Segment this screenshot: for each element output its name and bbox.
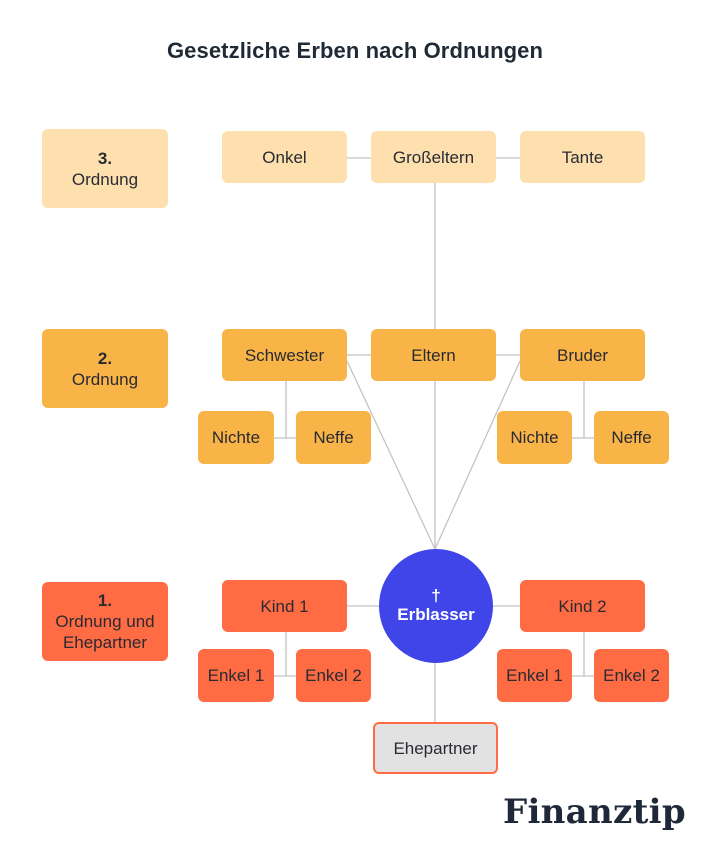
legend-ordnung-2-number: 2.: [97, 348, 113, 368]
legend-ordnung-3: 3. Ordnung: [42, 129, 168, 208]
legend-ordnung-1-text-line2: Ehepartner: [62, 633, 148, 652]
legend-ordnung-1-number: 1.: [97, 591, 113, 610]
node-bruder: Bruder: [520, 329, 645, 381]
legend-ordnung-3-number: 3.: [97, 148, 113, 168]
node-ehepartner: Ehepartner: [373, 722, 498, 774]
node-kind-2: Kind 2: [520, 580, 645, 632]
legend-ordnung-3-text: Ordnung: [71, 169, 139, 189]
node-onkel: Onkel: [222, 131, 347, 183]
node-schwester: Schwester: [222, 329, 347, 381]
node-enkel-1-left: Enkel 1: [198, 649, 274, 702]
node-erblasser: † Erblasser: [379, 549, 493, 663]
node-enkel-2-left: Enkel 2: [296, 649, 371, 702]
node-enkel-1-right: Enkel 1: [497, 649, 572, 702]
node-tante: Tante: [520, 131, 645, 183]
legend-ordnung-2: 2. Ordnung: [42, 329, 168, 408]
connector-bruder-erblasser: [434, 360, 521, 550]
node-neffe-left: Neffe: [296, 411, 371, 464]
diagram-title: Gesetzliche Erben nach Ordnungen: [166, 38, 544, 63]
node-kind-1: Kind 1: [222, 580, 347, 632]
legend-ordnung-2-text: Ordnung: [71, 369, 139, 389]
erblasser-label: Erblasser: [397, 605, 475, 624]
node-enkel-2-right: Enkel 2: [594, 649, 669, 702]
node-nichte-right: Nichte: [497, 411, 572, 464]
legend-ordnung-1-text-line1: Ordnung und: [55, 612, 155, 631]
node-nichte-left: Nichte: [198, 411, 274, 464]
node-grosseltern: Großeltern: [371, 131, 496, 183]
node-neffe-right: Neffe: [594, 411, 669, 464]
legend-ordnung-1: 1. Ordnung und Ehepartner: [42, 582, 168, 661]
finanztip-logo: Finanztip: [503, 792, 686, 832]
node-eltern: Eltern: [371, 329, 496, 381]
connector-schwester-erblasser: [346, 360, 436, 550]
cross-icon: †: [431, 586, 441, 605]
